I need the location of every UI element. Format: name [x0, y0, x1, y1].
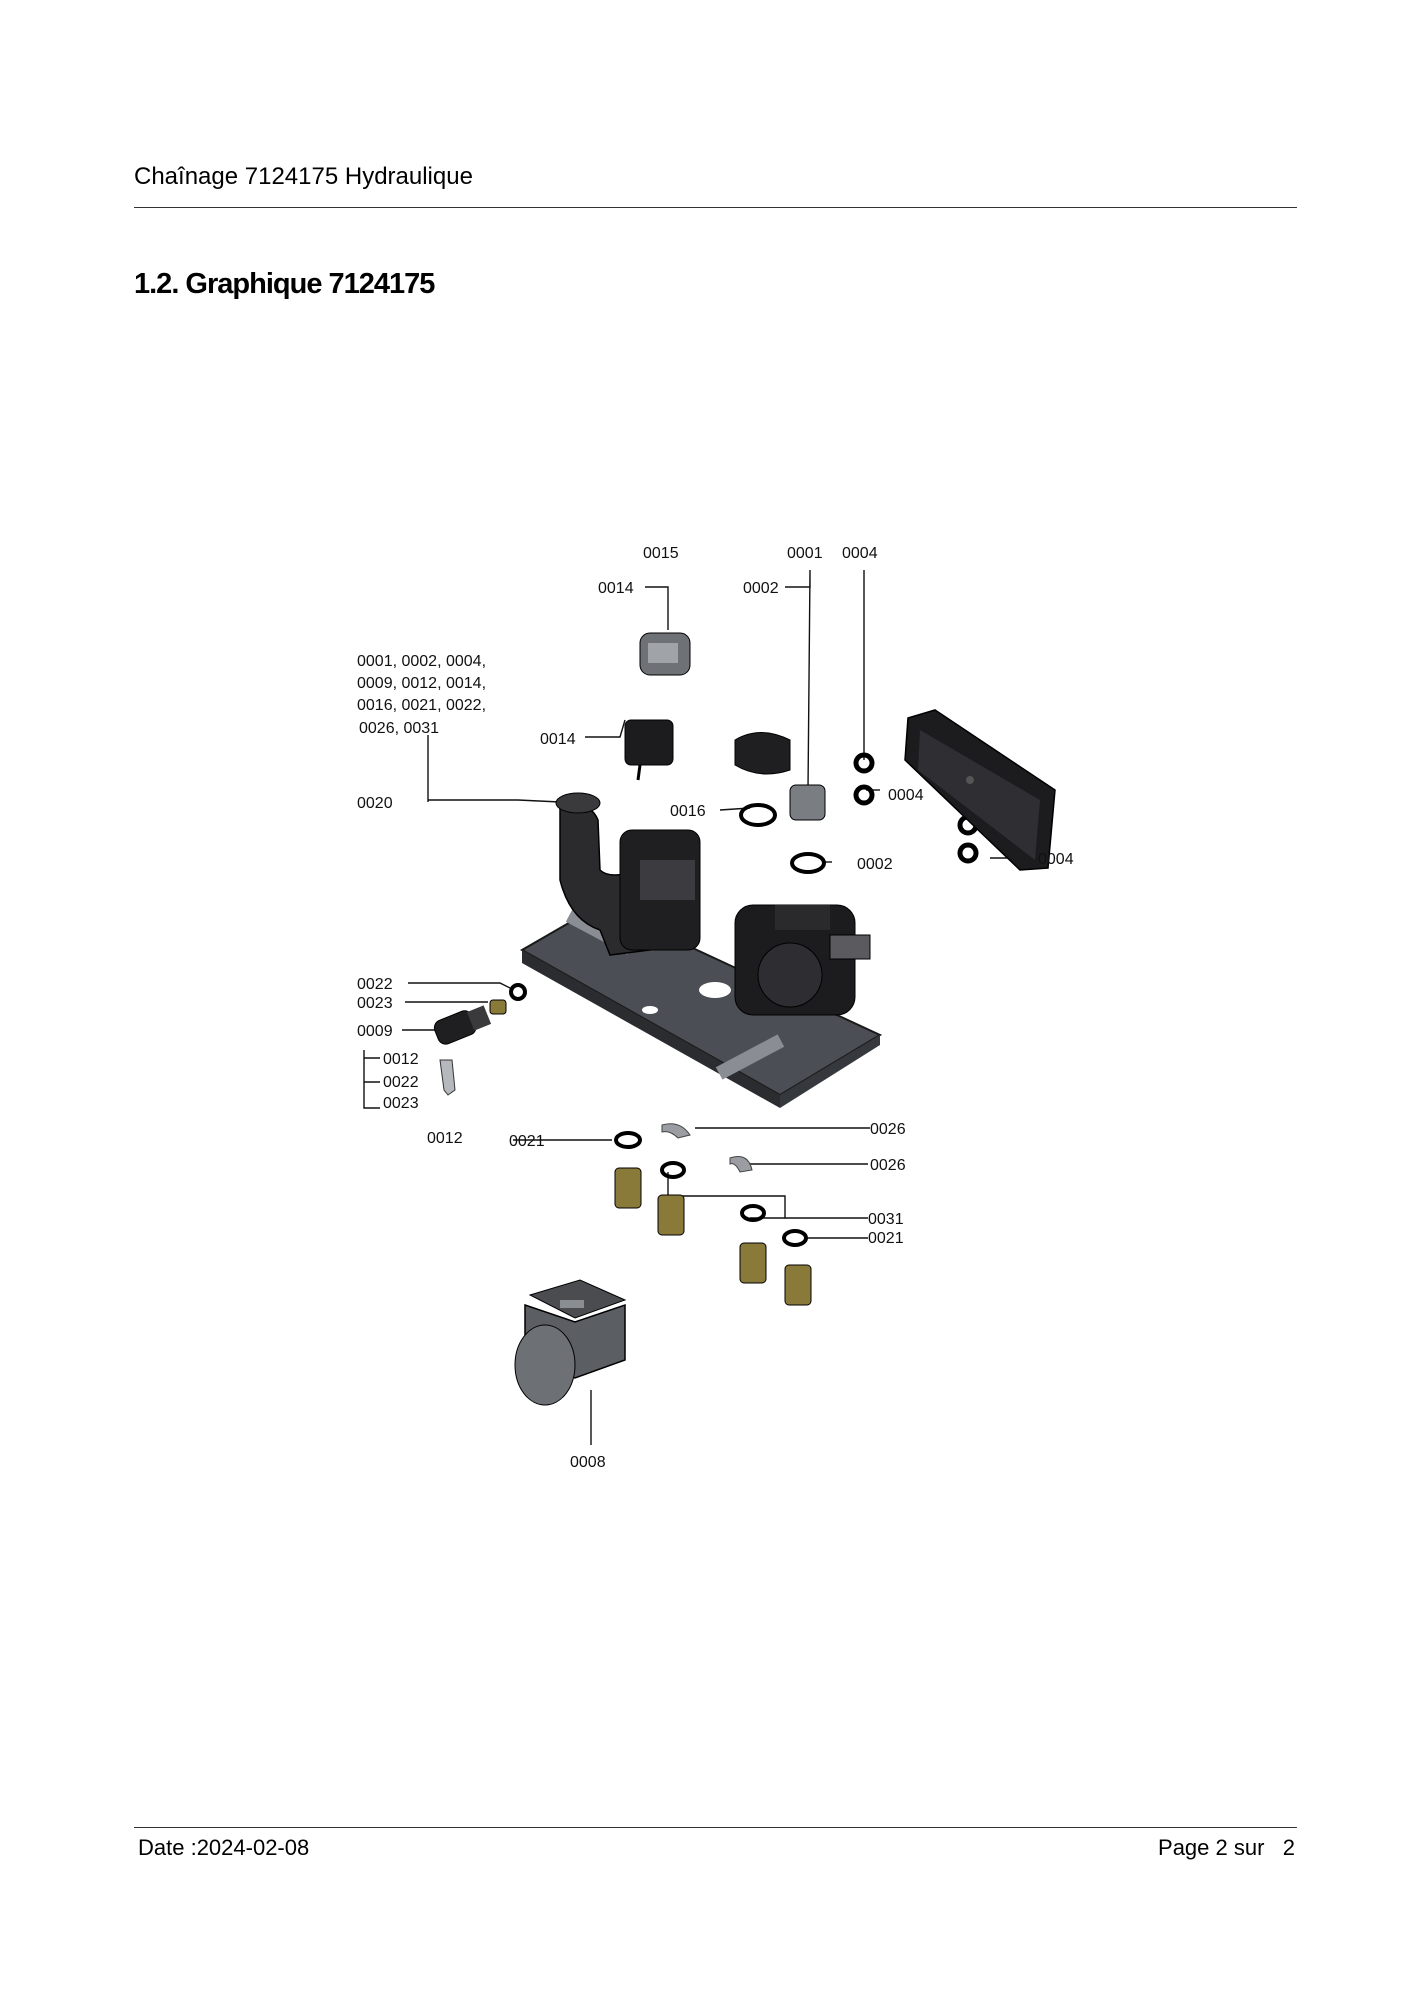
callout-sub-0012: 0012 — [383, 1051, 419, 1068]
callout-0009: 0009 — [357, 1023, 393, 1040]
callout-labels: 0015 0014 0001 0004 0002 0001, 0002, 000… — [357, 545, 1074, 1471]
o-ring-0022 — [509, 983, 527, 1001]
hydraulic-block-right — [734, 904, 871, 1016]
callout-0012-bottom: 0012 — [427, 1130, 463, 1147]
clip-0026-a — [661, 1123, 691, 1139]
callout-0004-right: 0004 — [1038, 851, 1074, 868]
leader-lines — [363, 569, 1038, 1445]
callout-0015: 0015 — [643, 545, 679, 562]
callout-0021-right: 0021 — [868, 1230, 904, 1247]
callout-0022-left: 0022 — [357, 976, 393, 993]
footer-page-number: Page 2 sur 2 — [1158, 1835, 1295, 1860]
hydraulic-block-left — [555, 792, 701, 956]
callout-0004-mid: 0004 — [888, 787, 924, 804]
valve-body-0014 — [624, 719, 674, 781]
o-ring-0016 — [739, 803, 777, 827]
o-ring-0021-right — [782, 1229, 808, 1247]
callout-0023-left: 0023 — [357, 995, 393, 1012]
circulator-pump-0008 — [514, 1279, 627, 1406]
cartridge-0009 — [433, 1005, 492, 1045]
callout-0004-top: 0004 — [842, 545, 878, 562]
clip-0012 — [439, 1059, 456, 1096]
callout-group-line-2: 0009, 0012, 0014, — [357, 675, 486, 692]
callout-0001: 0001 — [787, 545, 823, 562]
callout-group-line-1: 0001, 0002, 0004, — [357, 653, 486, 670]
callout-0002-top: 0002 — [743, 580, 779, 597]
o-ring-0031-b — [740, 1204, 766, 1222]
callout-0014-top: 0014 — [598, 580, 634, 597]
callout-0031: 0031 — [868, 1211, 904, 1228]
fitting-c — [739, 1242, 767, 1284]
cover-0016 — [734, 732, 791, 775]
callout-group-line-4: 0026, 0031 — [359, 720, 439, 737]
callout-0002-mid: 0002 — [857, 856, 893, 873]
o-ring-0004-a — [853, 752, 875, 774]
filter-0001 — [789, 784, 826, 821]
footer-date: Date :2024-02-08 — [138, 1835, 310, 1860]
footer-divider — [134, 1827, 1297, 1828]
callout-0008: 0008 — [570, 1454, 606, 1471]
o-ring-0004-d — [957, 842, 979, 864]
callout-group-line-3: 0016, 0021, 0022, — [357, 697, 486, 714]
o-ring-0004-b — [853, 784, 875, 806]
callout-0021-left: 0021 — [509, 1133, 545, 1150]
o-ring-0002 — [790, 852, 826, 874]
callout-sub-0023: 0023 — [383, 1095, 419, 1112]
fitting-d — [784, 1264, 812, 1306]
header-divider — [134, 207, 1297, 208]
callout-sub-0022: 0022 — [383, 1074, 419, 1091]
plate-heat-exchanger — [904, 709, 1056, 871]
callout-0026-a: 0026 — [870, 1121, 906, 1138]
page-header-title: Chaînage 7124175 Hydraulique — [134, 163, 473, 190]
nut-0023 — [489, 999, 507, 1015]
sensor-0015 — [639, 632, 691, 676]
callout-0014-mid: 0014 — [540, 731, 576, 748]
callout-0026-b: 0026 — [870, 1157, 906, 1174]
fitting-b — [657, 1194, 685, 1236]
callout-0020: 0020 — [357, 795, 393, 812]
fitting-a — [614, 1167, 642, 1209]
clip-0026-b — [729, 1156, 753, 1173]
section-title: 1.2. Graphique 7124175 — [134, 268, 435, 300]
o-ring-0021-left — [614, 1131, 642, 1149]
o-ring-0031-a — [660, 1161, 686, 1179]
callout-0016: 0016 — [670, 803, 706, 820]
